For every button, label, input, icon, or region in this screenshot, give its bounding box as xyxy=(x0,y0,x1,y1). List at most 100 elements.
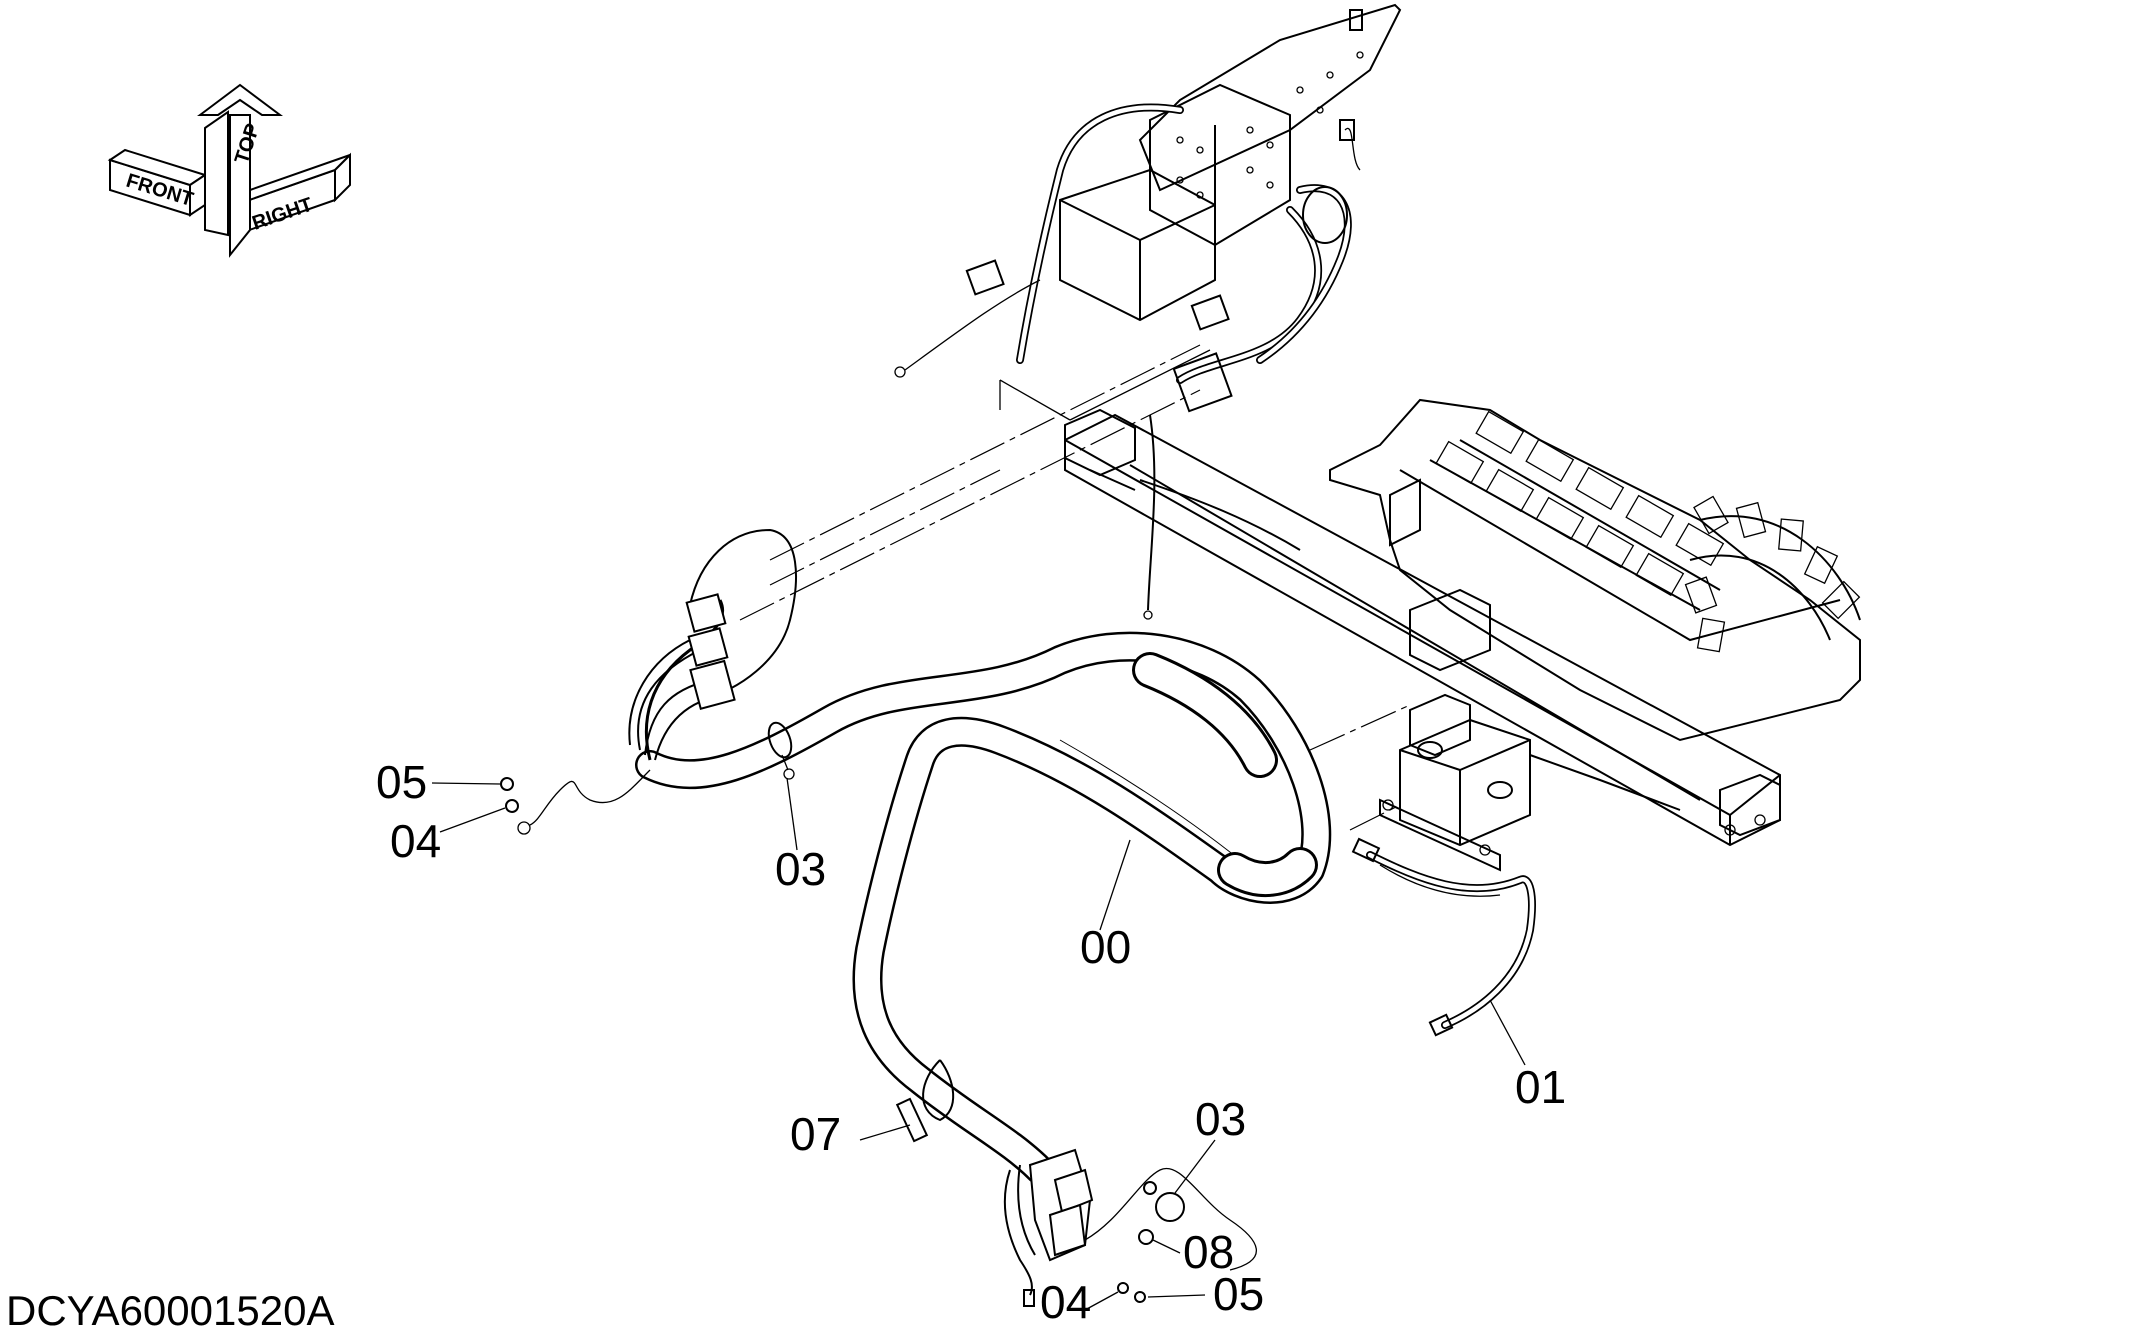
callout-04-lower: 04 xyxy=(1040,1276,1091,1328)
clamp-lower-ring xyxy=(1155,1192,1185,1222)
valve-assembly xyxy=(1379,718,1681,872)
callout-00: 00 xyxy=(1080,921,1131,973)
crawler-end-plate xyxy=(1389,478,1421,547)
sub-harness-wire xyxy=(1366,851,1536,1029)
cable-tie-loop xyxy=(922,1059,955,1122)
connector-socket xyxy=(1053,1168,1094,1214)
callout-04-upper: 04 xyxy=(390,815,441,867)
upper-connector-bundle xyxy=(500,528,797,835)
callout-05-upper: 05 xyxy=(376,756,427,808)
valve-body xyxy=(1399,718,1531,847)
align-line-3 xyxy=(769,469,1001,586)
leader-03-lower xyxy=(1174,1139,1216,1194)
connector-c xyxy=(1339,119,1355,141)
valve-port-1 xyxy=(1417,741,1443,759)
valve-bracket xyxy=(1379,798,1501,872)
valve-edge-3 xyxy=(1459,739,1531,771)
mounting-plate xyxy=(1138,3,1402,192)
align-line-4 xyxy=(1309,704,1411,751)
washer-lower xyxy=(1117,1282,1129,1294)
beam-wire xyxy=(1139,479,1301,551)
bolt-lower xyxy=(1138,1229,1154,1245)
leader-04-upper xyxy=(439,807,506,833)
align-line-1 xyxy=(769,344,1201,561)
nut-lower xyxy=(1134,1291,1146,1303)
callout-labels: 05 04 03 00 01 07 03 08 04 05 xyxy=(376,756,1566,1328)
main-harness xyxy=(635,631,1332,1185)
box-lead-right xyxy=(1344,127,1361,171)
valve-port-2 xyxy=(1487,781,1513,799)
leader-04-lower xyxy=(1084,1291,1119,1311)
nut-upper xyxy=(500,777,514,791)
crawler-outline xyxy=(1329,398,1861,742)
chain-arc xyxy=(1699,515,1861,621)
connector-socket-2 xyxy=(1048,1203,1087,1257)
connector-d xyxy=(1349,9,1363,31)
leader-05-upper xyxy=(431,782,501,785)
align-line-5 xyxy=(1349,804,1401,831)
bundle-loop xyxy=(689,528,797,701)
electrical-box-assembly xyxy=(894,3,1402,421)
lower-wire-1 xyxy=(1003,1169,1033,1296)
clamp-upper xyxy=(767,721,795,780)
lower-wire-2 xyxy=(1017,1164,1036,1256)
base-rail xyxy=(999,379,1071,421)
right-side xyxy=(334,152,351,203)
bundle-wire-2 xyxy=(637,649,701,751)
bundle-wire-3 xyxy=(628,639,691,746)
leader-00 xyxy=(1099,839,1131,931)
beam-mid-block xyxy=(1409,588,1491,672)
connector-plug-1 xyxy=(685,593,727,633)
connector-plug-2 xyxy=(687,627,729,667)
connector-a xyxy=(965,259,1005,296)
align-line-2 xyxy=(739,389,1201,621)
hanging-lead xyxy=(1147,414,1156,611)
sub-harness-end xyxy=(1428,1013,1454,1037)
valve-edge-2 xyxy=(1399,749,1461,771)
top-arrow-face xyxy=(204,110,229,237)
sub-harness-plug xyxy=(1351,837,1381,863)
connector-plug-3 xyxy=(689,659,736,710)
orientation-indicator: FRONT RIGHT TOP xyxy=(107,83,351,258)
top-arrow-shaft xyxy=(229,114,251,258)
crawler-rail-1 xyxy=(1429,459,1701,611)
top-arrow-head xyxy=(197,83,283,116)
leader-01 xyxy=(1489,999,1526,1066)
leader-lines xyxy=(431,777,1526,1311)
clamp-lower-eye xyxy=(1143,1181,1157,1195)
callout-05-lower: 05 xyxy=(1213,1268,1264,1320)
leader-07 xyxy=(859,1124,911,1141)
callout-07: 07 xyxy=(790,1108,841,1160)
document-id: DCYA60001520A xyxy=(6,1287,334,1334)
beam-far-end xyxy=(1719,773,1781,837)
control-box-edge-2 xyxy=(1059,199,1141,241)
ground-lead-upper xyxy=(529,769,651,826)
alignment-lines xyxy=(739,344,1411,831)
crawler-rail-2 xyxy=(1459,439,1721,591)
crawler-links xyxy=(1435,410,1725,597)
leader-03-upper xyxy=(786,777,798,851)
cable-tie xyxy=(895,1097,929,1143)
sub-harness xyxy=(1351,837,1536,1037)
sub-harness-wire-2 xyxy=(1379,864,1501,897)
beam-rod xyxy=(1089,464,1701,801)
chain-links xyxy=(1684,495,1861,653)
control-box-edge-3 xyxy=(1139,204,1216,241)
leader-05-lower xyxy=(1147,1294,1206,1298)
box-lead-left xyxy=(904,279,1041,371)
connector-b xyxy=(1190,294,1230,331)
callout-03-upper: 03 xyxy=(775,843,826,895)
panel-screws xyxy=(1176,51,1364,199)
callout-08: 08 xyxy=(1183,1226,1234,1278)
callout-01: 01 xyxy=(1515,1061,1566,1113)
junction-block xyxy=(1172,352,1233,413)
leader-08 xyxy=(1152,1239,1181,1254)
wire-loop xyxy=(1302,186,1348,244)
control-box xyxy=(1059,168,1216,322)
track-frame xyxy=(1064,398,1861,847)
relay-panel xyxy=(1149,83,1291,247)
chain-arc-inner xyxy=(1689,554,1831,641)
ground-terminal-upper xyxy=(517,821,531,835)
washer-upper xyxy=(505,799,519,813)
lower-terminal xyxy=(1023,1289,1035,1307)
